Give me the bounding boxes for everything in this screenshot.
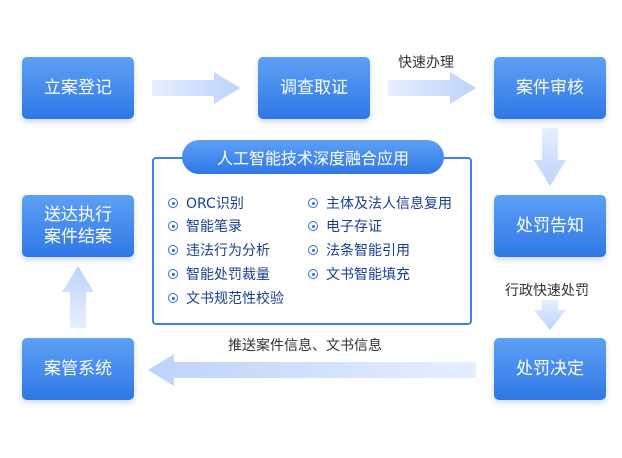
ai-panel-title: 人工智能技术深度融合应用 bbox=[182, 140, 444, 174]
bullet-icon bbox=[168, 221, 178, 231]
node-system: 案管系统 bbox=[22, 338, 134, 400]
arrow-decide-to-system bbox=[148, 354, 476, 386]
node-notify: 处罚告知 bbox=[494, 195, 606, 257]
arrow-system-to-deliver bbox=[62, 266, 94, 328]
ai-item: 法条智能引用 bbox=[308, 240, 410, 260]
ai-item-label: 文书智能填充 bbox=[326, 267, 410, 283]
node-investigate: 调查取证 bbox=[258, 57, 370, 119]
arrow-register-to-investigate bbox=[152, 72, 240, 104]
edge-label-admin-fast-penalty: 行政快速处罚 bbox=[505, 283, 589, 299]
arrow-notify-to-decide bbox=[534, 300, 566, 330]
edge-label-push-info: 推送案件信息、文书信息 bbox=[228, 338, 382, 354]
ai-panel bbox=[152, 157, 472, 325]
node-system-label: 案管系统 bbox=[44, 359, 112, 379]
ai-item: 智能处罚裁量 bbox=[168, 264, 270, 284]
bullet-icon bbox=[308, 245, 318, 255]
bullet-icon bbox=[168, 198, 178, 208]
node-deliver-line1: 送达执行 bbox=[44, 205, 112, 225]
bullet-icon bbox=[168, 245, 178, 255]
node-deliver-line2: 案件结案 bbox=[44, 227, 112, 247]
node-review: 案件审核 bbox=[494, 57, 606, 119]
ai-item-label: 违法行为分析 bbox=[186, 243, 270, 259]
node-deliver: 送达执行 案件结案 bbox=[22, 195, 134, 257]
node-review-label: 案件审核 bbox=[516, 78, 584, 98]
ai-item: 文书规范性校验 bbox=[168, 288, 284, 308]
ai-item: 主体及法人信息复用 bbox=[308, 193, 452, 213]
ai-item: ORC识别 bbox=[168, 193, 244, 213]
bullet-icon bbox=[168, 269, 178, 279]
ai-item: 文书智能填充 bbox=[308, 264, 410, 284]
ai-item: 违法行为分析 bbox=[168, 240, 270, 260]
ai-item-label: ORC识别 bbox=[186, 196, 244, 212]
arrow-review-to-notify bbox=[534, 128, 566, 186]
node-register: 立案登记 bbox=[22, 57, 134, 119]
bullet-icon bbox=[308, 269, 318, 279]
ai-item-label: 智能笔录 bbox=[186, 219, 242, 235]
node-decide: 处罚决定 bbox=[494, 338, 606, 400]
ai-item-label: 电子存证 bbox=[326, 219, 382, 235]
node-register-label: 立案登记 bbox=[44, 78, 112, 98]
ai-item-label: 主体及法人信息复用 bbox=[326, 196, 452, 212]
ai-item-label: 智能处罚裁量 bbox=[186, 267, 270, 283]
ai-item: 智能笔录 bbox=[168, 216, 242, 236]
node-decide-label: 处罚决定 bbox=[516, 359, 584, 379]
arrow-investigate-to-review bbox=[388, 72, 476, 104]
ai-item-label: 法条智能引用 bbox=[326, 243, 410, 259]
bullet-icon bbox=[308, 221, 318, 231]
bullet-icon bbox=[308, 198, 318, 208]
node-notify-label: 处罚告知 bbox=[516, 216, 584, 236]
ai-item-label: 文书规范性校验 bbox=[186, 291, 284, 307]
ai-item: 电子存证 bbox=[308, 216, 382, 236]
edge-label-fast-handle: 快速办理 bbox=[398, 55, 454, 71]
bullet-icon bbox=[168, 293, 178, 303]
node-investigate-label: 调查取证 bbox=[280, 78, 348, 98]
